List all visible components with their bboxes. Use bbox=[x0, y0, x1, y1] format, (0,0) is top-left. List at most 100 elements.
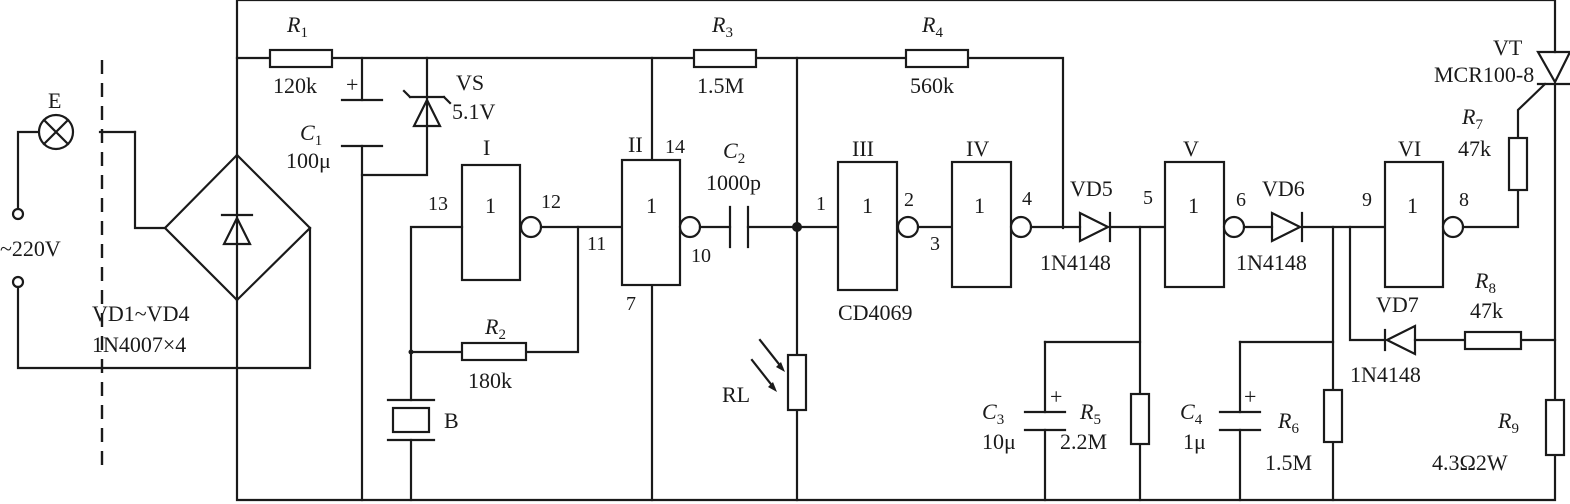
ic-label: CD4069 bbox=[838, 300, 913, 325]
bridge-label-line2: 1N4007×4 bbox=[92, 332, 186, 357]
c3-value: 10μ bbox=[982, 429, 1016, 454]
c1-ref: C1 bbox=[300, 120, 322, 149]
resistor-r5 bbox=[1129, 392, 1151, 446]
vd7-value: 1N4148 bbox=[1350, 362, 1421, 387]
r7-ref: R7 bbox=[1461, 104, 1483, 133]
gate-5-id: V bbox=[1183, 136, 1199, 161]
r6-value: 1.5M bbox=[1265, 450, 1312, 475]
light-arrows-icon bbox=[750, 338, 785, 392]
gate-2 bbox=[620, 158, 702, 287]
gate-1-id: I bbox=[483, 135, 490, 160]
diode-vd6 bbox=[1242, 211, 1387, 243]
gate-2-pin-gnd: 7 bbox=[626, 293, 636, 315]
vd5-value: 1N4148 bbox=[1040, 250, 1111, 275]
vd5-ref: VD5 bbox=[1070, 176, 1113, 201]
r6-ref: R6 bbox=[1277, 408, 1299, 437]
resistor-r6 bbox=[1322, 388, 1344, 444]
resistor-r2 bbox=[460, 341, 528, 362]
gate-2-pin-in: 11 bbox=[587, 233, 606, 255]
zener-vs bbox=[402, 89, 452, 128]
gate-2-pin-vdd: 14 bbox=[665, 136, 685, 158]
gate-1-pin-out: 12 bbox=[541, 191, 561, 213]
vt-value: MCR100-8 bbox=[1434, 62, 1534, 87]
c1-plus: + bbox=[346, 72, 358, 97]
gate-1-pin-in: 13 bbox=[428, 193, 448, 215]
r8-ref: R8 bbox=[1474, 268, 1496, 297]
c3-ref: C3 bbox=[982, 399, 1004, 428]
gate-5-pin-out: 6 bbox=[1236, 189, 1246, 211]
mains-section bbox=[11, 60, 312, 470]
c2-value: 1000p bbox=[706, 170, 761, 195]
resistor-r4 bbox=[904, 48, 970, 69]
r2-value: 180k bbox=[468, 368, 512, 393]
node-c2-rl bbox=[792, 222, 802, 232]
gate-6-pin-out: 8 bbox=[1459, 189, 1469, 211]
r1-ref: R1 bbox=[286, 12, 308, 41]
gate-5-body: 1 bbox=[1188, 193, 1199, 218]
buzzer-label: B bbox=[444, 408, 459, 433]
r4-value: 560k bbox=[910, 73, 954, 98]
gate-3 bbox=[836, 160, 920, 292]
vd6-value: 1N4148 bbox=[1236, 250, 1307, 275]
photoresistor-rl bbox=[786, 353, 808, 412]
vd7-ref: VD7 bbox=[1376, 292, 1419, 317]
r8-value: 47k bbox=[1470, 298, 1503, 323]
mains-label: ~220V bbox=[0, 236, 61, 261]
r3-ref: R3 bbox=[711, 12, 733, 41]
c4-plus: + bbox=[1244, 384, 1256, 409]
gate-3-body: 1 bbox=[862, 193, 873, 218]
resistor-r7 bbox=[1507, 136, 1529, 192]
r1-value: 120k bbox=[273, 73, 317, 98]
resistor-r3 bbox=[692, 48, 758, 69]
gate-1 bbox=[460, 163, 543, 282]
r7-value: 47k bbox=[1458, 136, 1491, 161]
rl-label: RL bbox=[722, 382, 750, 407]
vt-ref: VT bbox=[1493, 35, 1523, 60]
gate-6-id: VI bbox=[1398, 136, 1421, 161]
gate-3-pin-out: 2 bbox=[904, 189, 914, 211]
c4-value: 1μ bbox=[1183, 429, 1206, 454]
thyristor-vt bbox=[1536, 50, 1570, 402]
gate-4-pin-in: 3 bbox=[930, 233, 940, 255]
vs-ref: VS bbox=[456, 70, 484, 95]
lamp-e bbox=[37, 113, 75, 151]
gate-4-pin-out: 4 bbox=[1022, 188, 1032, 210]
r9-ref: R9 bbox=[1497, 408, 1519, 437]
buzzer-b bbox=[386, 398, 436, 442]
r5-ref: R5 bbox=[1079, 399, 1101, 428]
c1-value: 100μ bbox=[286, 148, 331, 173]
r2-ref: R2 bbox=[484, 314, 506, 343]
c4-r6-wiring bbox=[1218, 225, 1335, 502]
gate-6-body: 1 bbox=[1407, 193, 1418, 218]
gate-4-id: IV bbox=[966, 136, 989, 161]
gate-6-pin-in: 9 bbox=[1362, 189, 1372, 211]
c3-r5-wiring bbox=[1023, 225, 1142, 502]
gate-4 bbox=[950, 160, 1033, 289]
gate-3-id: III bbox=[852, 136, 874, 161]
node-buzzer bbox=[408, 349, 414, 355]
r9-value: 4.3Ω2W bbox=[1432, 450, 1508, 475]
resistor-r8 bbox=[1463, 330, 1523, 351]
gate-4-body: 1 bbox=[974, 193, 985, 218]
gate-6 bbox=[1383, 160, 1465, 289]
gate-5-pin-in: 5 bbox=[1143, 187, 1153, 209]
r4-ref: R4 bbox=[921, 12, 943, 41]
lamp-label: E bbox=[48, 88, 61, 113]
gate-2-body: 1 bbox=[646, 193, 657, 218]
c4-ref: C4 bbox=[1180, 399, 1203, 428]
power-rails bbox=[235, 0, 1557, 502]
c3-plus: + bbox=[1050, 384, 1062, 409]
feedback-wiring bbox=[1348, 225, 1557, 356]
capacitor-c2 bbox=[698, 205, 799, 249]
gate-2-id: II bbox=[628, 132, 643, 157]
gate-2-pin-out: 10 bbox=[691, 245, 711, 267]
capacitor-c1 bbox=[340, 98, 384, 148]
rl-wiring bbox=[795, 56, 840, 502]
vs-value: 5.1V bbox=[452, 99, 496, 124]
diode-vd5 bbox=[1029, 211, 1167, 243]
trigger-wiring bbox=[1461, 82, 1547, 229]
osc-wiring bbox=[409, 225, 624, 502]
bridge-label-line1: VD1~VD4 bbox=[92, 301, 189, 326]
r3-value: 1.5M bbox=[697, 73, 744, 98]
